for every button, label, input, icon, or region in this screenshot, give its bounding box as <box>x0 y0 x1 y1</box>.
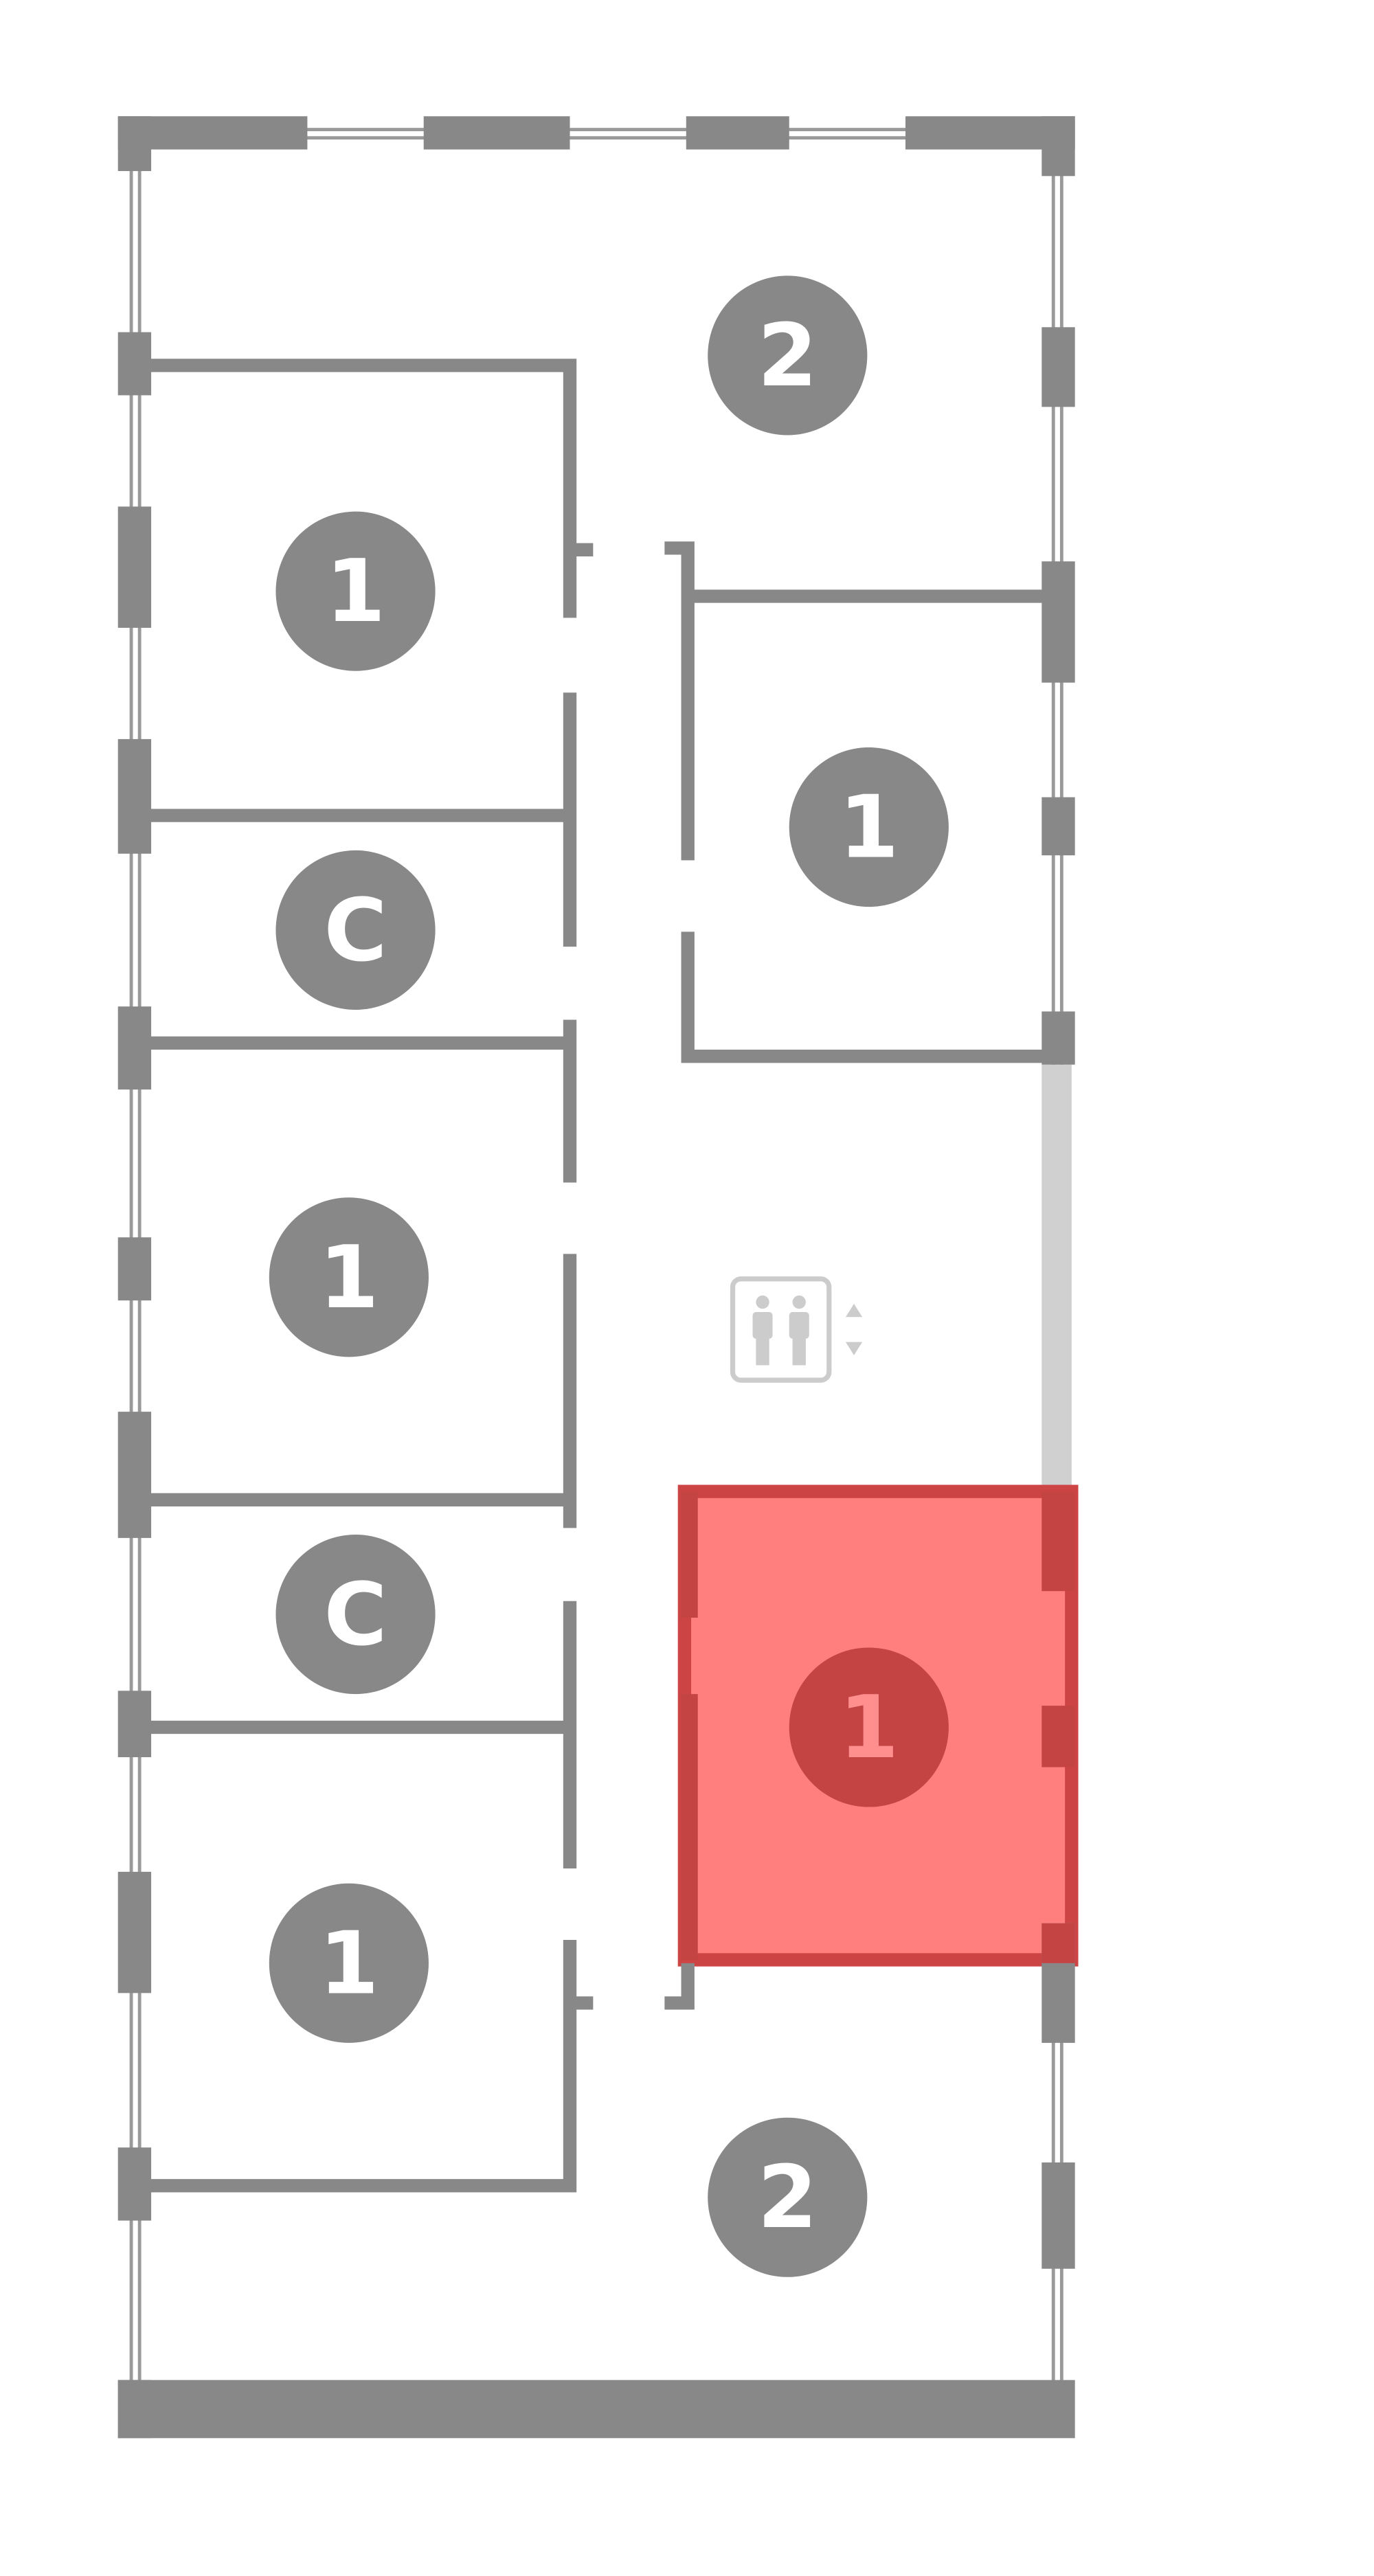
outer-walls <box>117 116 1075 2439</box>
selected-unit-walls <box>681 1491 1075 1963</box>
svg-text:2: 2 <box>758 305 818 406</box>
svg-text:C: C <box>324 879 387 980</box>
unit-badge[interactable]: 1 <box>269 1197 429 1357</box>
svg-text:1: 1 <box>839 777 899 878</box>
unit-badge[interactable]: C <box>275 1535 436 1695</box>
svg-text:1: 1 <box>839 1677 899 1778</box>
unit-badge[interactable]: 2 <box>708 2117 868 2277</box>
unit-badge[interactable]: 2 <box>708 275 868 436</box>
unit-badge[interactable]: C <box>275 850 436 1010</box>
unit-badge[interactable]: 1 <box>275 511 436 671</box>
svg-text:2: 2 <box>758 2147 818 2248</box>
light-wall <box>1041 1064 1072 1490</box>
unit-badge-selected[interactable]: 1 <box>789 1647 949 1807</box>
svg-text:1: 1 <box>319 1227 379 1328</box>
interior-walls <box>134 359 1059 2193</box>
elevator-icon <box>730 1276 863 1383</box>
svg-text:1: 1 <box>326 541 386 642</box>
svg-text:C: C <box>324 1564 387 1665</box>
svg-text:1: 1 <box>319 1912 379 2013</box>
unit-badge[interactable]: 1 <box>269 1883 429 2043</box>
unit-badge[interactable]: 1 <box>789 747 949 907</box>
